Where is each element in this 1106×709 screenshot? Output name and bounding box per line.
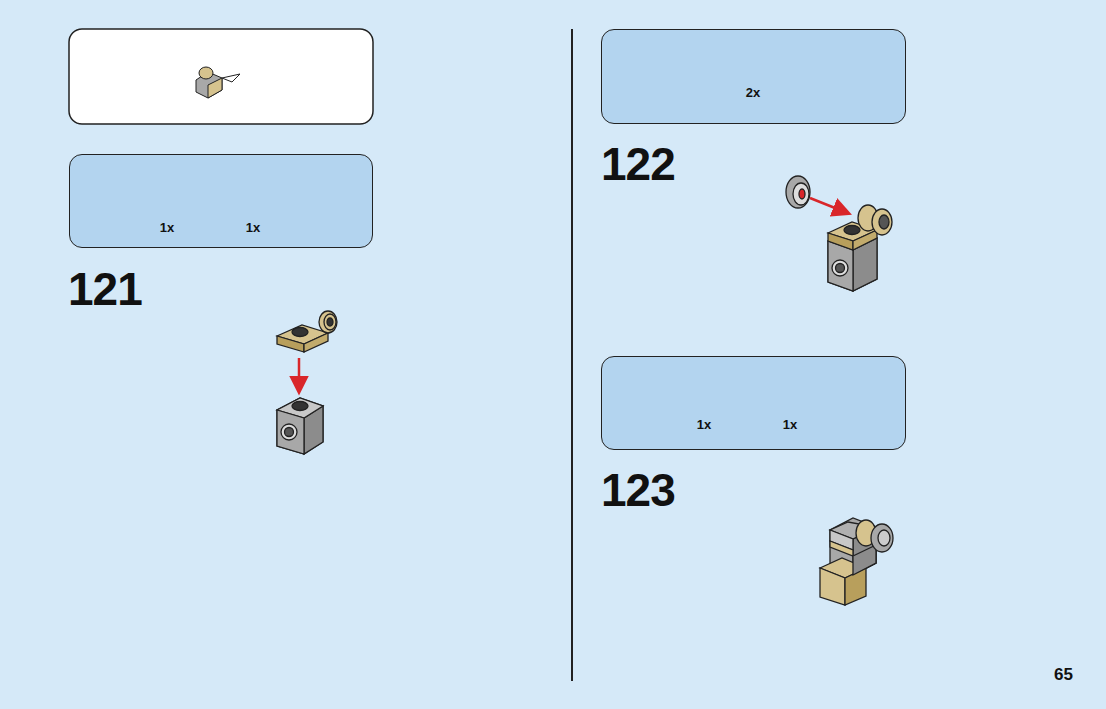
- step-number: 121: [68, 266, 142, 312]
- submodel-preview: [196, 67, 240, 98]
- page-number: 65: [1054, 666, 1073, 683]
- step-121-model: [277, 311, 337, 454]
- step-number: 122: [601, 141, 675, 187]
- step-number: 123: [601, 467, 675, 513]
- step-122-model: [786, 176, 892, 291]
- parts-panel: 1x 1x: [69, 154, 373, 248]
- part-quantity: 1x: [246, 220, 260, 235]
- submodel-box: [69, 29, 373, 124]
- parts-panel: 2x: [601, 29, 906, 124]
- part-quantity: 1x: [160, 220, 174, 235]
- page-divider: [571, 29, 573, 681]
- part-quantity: 2x: [746, 85, 760, 100]
- part-quantity: 1x: [697, 417, 711, 432]
- parts-panel: 1x 1x: [601, 356, 906, 450]
- part-quantity: 1x: [783, 417, 797, 432]
- step-123-model: [820, 518, 893, 605]
